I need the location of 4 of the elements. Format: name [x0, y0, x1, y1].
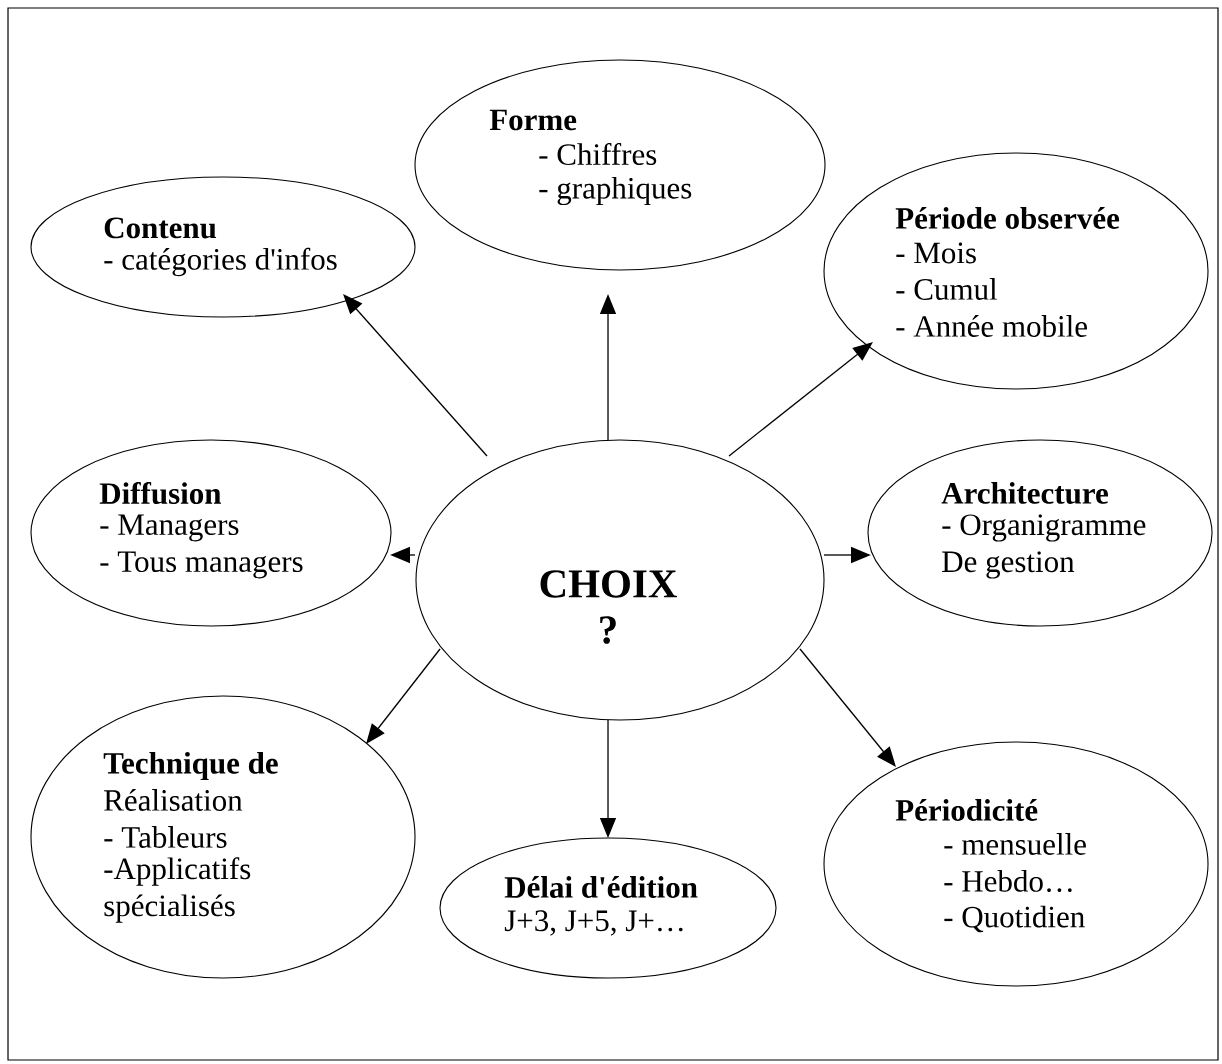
arrow — [343, 294, 488, 457]
arrow — [728, 342, 873, 457]
arrow — [366, 648, 441, 744]
arrow — [799, 648, 896, 767]
